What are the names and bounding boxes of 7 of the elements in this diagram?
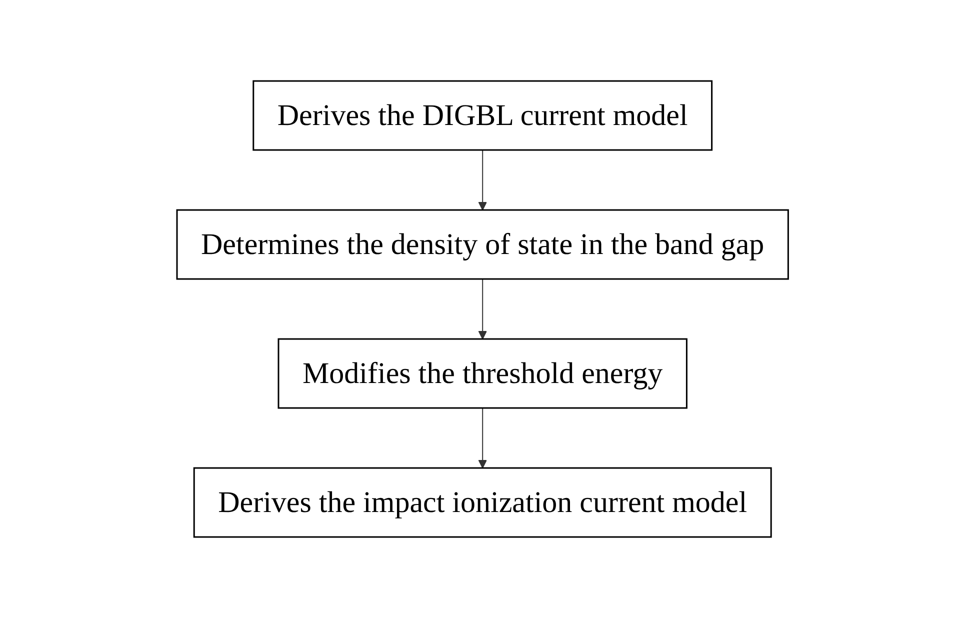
node-box: Modifies the threshold energy <box>278 338 688 409</box>
node-box: Determines the density of state in the band gap <box>176 209 790 280</box>
arrow <box>478 278 488 340</box>
arrow <box>478 408 488 468</box>
arrow <box>478 150 488 210</box>
node-box: Derives the DIGBL current model <box>253 80 713 151</box>
node-box: Derives the impact ionization current model <box>194 467 772 538</box>
